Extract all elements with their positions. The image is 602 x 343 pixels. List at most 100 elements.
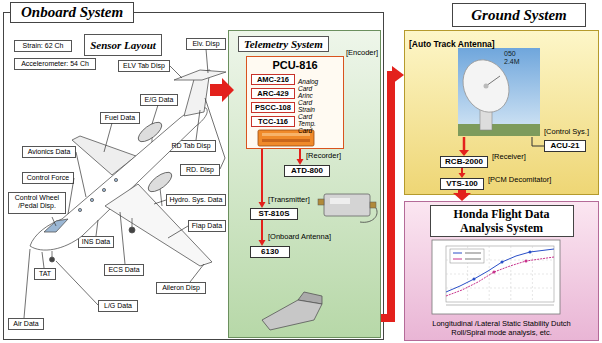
signal-arrow	[463, 137, 466, 151]
device-box: ST-810S	[250, 208, 298, 220]
stability-chart	[525, 260, 528, 263]
sensor-label: Air Data	[8, 318, 44, 330]
node-text: Hydro. Sys. Data	[169, 196, 223, 204]
node-text: ST-810S	[254, 209, 294, 219]
transmitter-photo	[360, 208, 377, 222]
card-box: PSCC-108	[251, 102, 295, 113]
antenna-photo	[262, 292, 322, 330]
aircraft	[145, 169, 175, 195]
transmitter-photo	[318, 199, 324, 205]
control-line	[532, 137, 544, 146]
aircraft	[105, 184, 212, 266]
node-text: ATD-800	[288, 166, 326, 176]
stability-chart	[446, 274, 554, 275]
node-text: 6130	[254, 247, 286, 257]
sensor-label: Aileron Disp	[156, 282, 206, 294]
stability-chart	[446, 304, 554, 306]
encoder-photo	[258, 130, 314, 146]
antenna-photo	[262, 300, 322, 330]
arrow-head	[392, 66, 404, 84]
leader-line	[152, 105, 158, 124]
node-text: Aileron Disp	[159, 284, 203, 292]
stability-chart	[450, 249, 484, 263]
node-text: Control Wheel /Pedal Disp.	[11, 194, 63, 210]
sensor-label: TAT	[34, 268, 56, 280]
arrow-head	[259, 240, 266, 246]
aircraft	[102, 188, 105, 191]
transmitter-photo	[324, 194, 370, 216]
device-box: ATD-800	[284, 165, 330, 177]
stability-chart	[465, 258, 481, 260]
node-text: TAT	[37, 270, 53, 278]
leader-line	[154, 200, 166, 204]
node-text: RCB-2000	[444, 157, 484, 167]
node-text: Avionics Data	[25, 148, 73, 156]
node-text: Control Force	[25, 174, 71, 182]
device-box: ACU-21	[544, 140, 586, 152]
node-text: ACU-21	[548, 141, 582, 151]
encoder-photo	[262, 133, 310, 136]
leader-line	[24, 249, 30, 318]
node-text: Accelerometer: 54 Ch	[17, 60, 93, 68]
bracket-label: [Control Sys.]	[544, 128, 589, 136]
leader-line	[170, 66, 182, 78]
aircraft	[160, 188, 162, 206]
device-box: RCB-2000	[440, 156, 488, 168]
node-text: PCU-816	[247, 59, 343, 71]
node-text: Air Data	[11, 320, 41, 328]
signal-arrow	[459, 150, 469, 156]
node-text: [Auto Track Antenna]	[409, 39, 495, 49]
node-text: E/G Data	[143, 96, 175, 104]
arrow-head	[453, 193, 471, 201]
node-text: Ground System	[471, 7, 566, 24]
node-text: RD Tab Disp	[169, 142, 213, 150]
signal-arrow	[459, 137, 469, 156]
sensor-label: Flap Data	[188, 220, 226, 232]
sensor-label: Fuel Data	[100, 112, 140, 124]
sensor-label: ELV Tab Disp	[118, 60, 170, 72]
stability-chart	[446, 246, 554, 302]
stability-chart	[501, 261, 504, 264]
bracket-label: [Receiver]	[492, 153, 526, 161]
encoder-photo	[262, 139, 310, 142]
data-flow-arrow	[210, 78, 234, 102]
tracking-antenna-photo	[458, 124, 540, 136]
arrow-head	[459, 173, 466, 178]
aircraft	[90, 198, 93, 201]
stability-chart	[532, 246, 533, 302]
flow-arrow	[381, 66, 404, 318]
sensor-label: Elv. Disp	[186, 38, 226, 50]
aircraft	[129, 227, 135, 233]
leader-line	[205, 98, 225, 169]
leader-line	[24, 49, 225, 318]
leader-line	[52, 217, 56, 226]
stability-chart	[432, 240, 560, 314]
photo-text: 050 2.4M	[504, 50, 520, 66]
stability-chart	[446, 249, 554, 292]
control-line	[532, 137, 544, 146]
sensor-label: Accelerometer: 54 Ch	[14, 58, 96, 70]
arrow-head	[259, 202, 266, 208]
card-box: ARC-429	[251, 88, 295, 99]
node-text: Honda Flight Data Analysis System	[430, 205, 574, 237]
stability-chart	[446, 288, 554, 289]
aircraft	[114, 178, 117, 181]
tracking-antenna-photo	[455, 52, 518, 120]
node-text: Longitudinal /Lateral Static Stability D…	[429, 320, 574, 337]
sensor-label: RD Tab Disp	[166, 140, 216, 152]
aircraft	[30, 70, 226, 266]
leader-line	[76, 152, 86, 197]
transmitter-photo	[330, 198, 350, 204]
flow-arrow	[259, 220, 266, 246]
node-text: INS Data	[81, 238, 111, 246]
leader-line	[68, 178, 74, 214]
arrow-shaft	[261, 220, 263, 241]
node-text: Strain: 62 Ch	[17, 42, 69, 50]
stability-chart	[529, 251, 532, 254]
tracking-antenna-photo	[486, 76, 500, 86]
tracking-antenna-photo	[484, 84, 489, 89]
leader-line	[196, 110, 200, 140]
transmitter-photo	[318, 194, 377, 222]
node-text: L/G Data	[101, 302, 135, 310]
bracket-label: [Recorder]	[306, 152, 341, 160]
